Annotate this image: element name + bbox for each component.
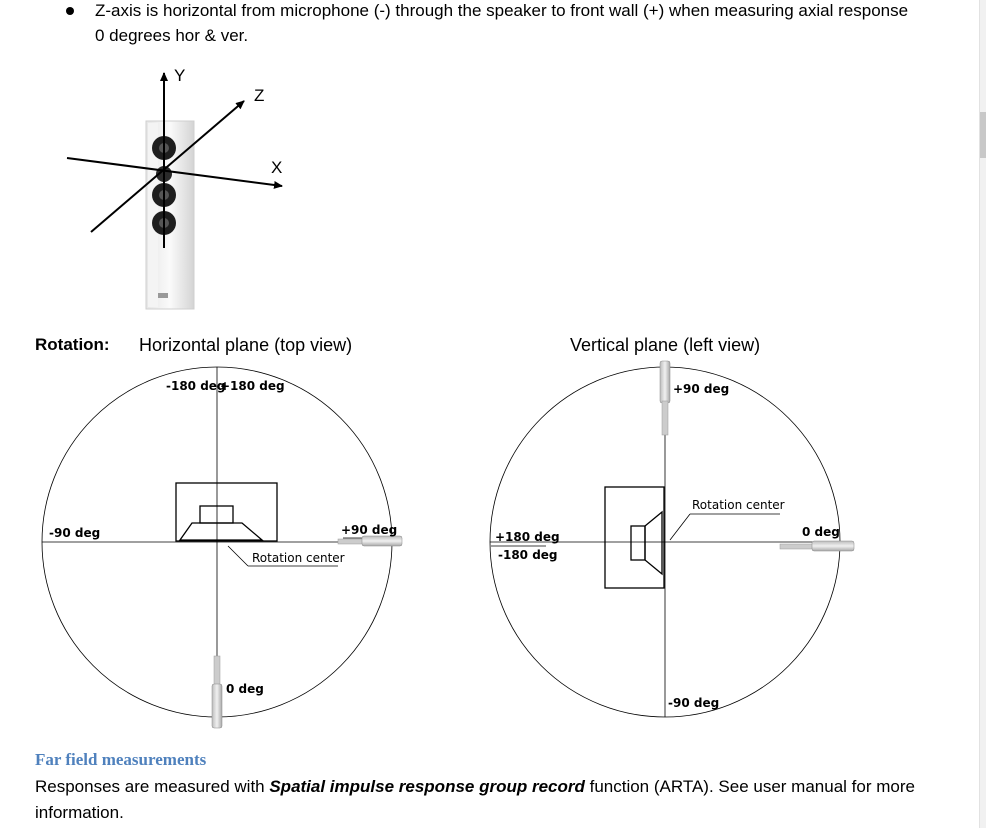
v-label-minus-180: -180 deg <box>498 548 558 562</box>
bullet-dot <box>66 7 74 15</box>
section-heading: Far field measurements <box>35 750 207 769</box>
microphone-right-v <box>779 540 855 552</box>
speaker-cabinet-side <box>604 486 665 589</box>
microphone-right <box>337 535 403 547</box>
h-rotation-center-label: Rotation center <box>252 551 345 565</box>
v-label-plus-180: +180 deg <box>495 530 560 544</box>
driver-cone <box>178 522 264 541</box>
bullet-line-1: Z-axis is horizontal from microphone (-)… <box>95 1 909 20</box>
horizontal-plane-diagram <box>41 366 403 729</box>
speaker-cabinet-top <box>175 482 278 542</box>
vertical-plane-title: Vertical plane (left view) <box>570 335 761 355</box>
microphone-top <box>659 360 671 436</box>
microphone-bottom <box>211 655 223 729</box>
para-text-before: Responses are measured with <box>35 777 270 796</box>
vertical-scrollbar[interactable] <box>979 0 986 828</box>
v-label-0: 0 deg <box>802 525 840 539</box>
x-axis-label: X <box>271 158 283 177</box>
speaker-axes-figure <box>66 72 283 310</box>
driver-cone-side <box>644 510 663 576</box>
z-axis-label: Z <box>254 86 265 105</box>
scrollbar-thumb[interactable] <box>980 112 986 158</box>
z-axis-line <box>90 100 245 233</box>
bullet-text: Z-axis is horizontal from microphone (-)… <box>95 0 945 48</box>
h-label-minus-90: -90 deg <box>49 526 101 540</box>
driver-magnet <box>199 505 234 524</box>
v-label-minus-90: -90 deg <box>668 696 720 710</box>
para-emphasis: Spatial impulse response group record <box>269 777 585 796</box>
h-label-plus-90: +90 deg <box>341 523 398 537</box>
section-paragraph: Responses are measured with Spatial impu… <box>35 774 915 826</box>
bullet-line-2: 0 degrees hor & ver. <box>95 26 249 45</box>
v-label-plus-90: +90 deg <box>673 382 730 396</box>
h-label-0: 0 deg <box>226 682 264 696</box>
y-axis-label: Y <box>174 66 186 85</box>
rotation-label: Rotation: <box>35 335 110 354</box>
driver-magnet-side <box>630 525 646 561</box>
h-label-plus-180: +180 deg <box>220 379 285 393</box>
horizontal-plane-title: Horizontal plane (top view) <box>139 335 353 355</box>
para-text-after: function (ARTA). See user manual for mor… <box>35 777 915 822</box>
h-label-minus-180: -180 deg <box>166 379 226 393</box>
v-rotation-center-label: Rotation center <box>692 498 785 512</box>
x-axis-line <box>66 157 283 189</box>
vertical-plane-diagram <box>489 360 855 718</box>
